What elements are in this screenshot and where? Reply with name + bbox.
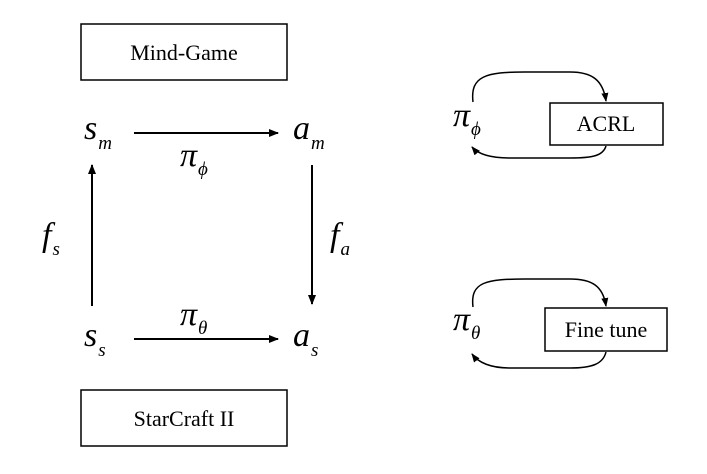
fine-tune-box: [544, 307, 668, 352]
label-f-s: fs: [42, 217, 60, 260]
mind-game-label: Mind-Game: [130, 40, 238, 65]
label-f-a: fa: [330, 217, 350, 260]
mind-game-box: Mind-Game: [80, 23, 288, 81]
fine-tune-loop-bottom-arrow: [471, 351, 607, 369]
acrl-label: ACRL: [577, 111, 636, 136]
node-a-s: as: [293, 317, 318, 361]
fine-tune-label: Fine tune: [565, 317, 648, 342]
acrl-loop: ACRL πϕ: [453, 71, 664, 159]
label-pi-phi: πϕ: [180, 137, 208, 180]
fine-tune-loop-top-arrow: [471, 278, 609, 308]
acrl-box: [549, 102, 664, 146]
node-s-m: sm: [84, 110, 112, 154]
starcraft-label: StarCraft II: [134, 406, 235, 431]
fine-tune-policy-label: πθ: [453, 301, 480, 344]
label-pi-theta: πθ: [180, 296, 207, 339]
acrl-policy-label: πϕ: [453, 97, 481, 140]
node-a-m: am: [293, 110, 325, 154]
fine-tune-loop: Fine tune πθ: [453, 278, 668, 369]
acrl-loop-bottom-arrow: [471, 145, 607, 159]
acrl-loop-top-arrow: [471, 71, 609, 103]
node-s-s: ss: [84, 317, 106, 361]
starcraft-box: StarCraft II: [80, 389, 288, 447]
